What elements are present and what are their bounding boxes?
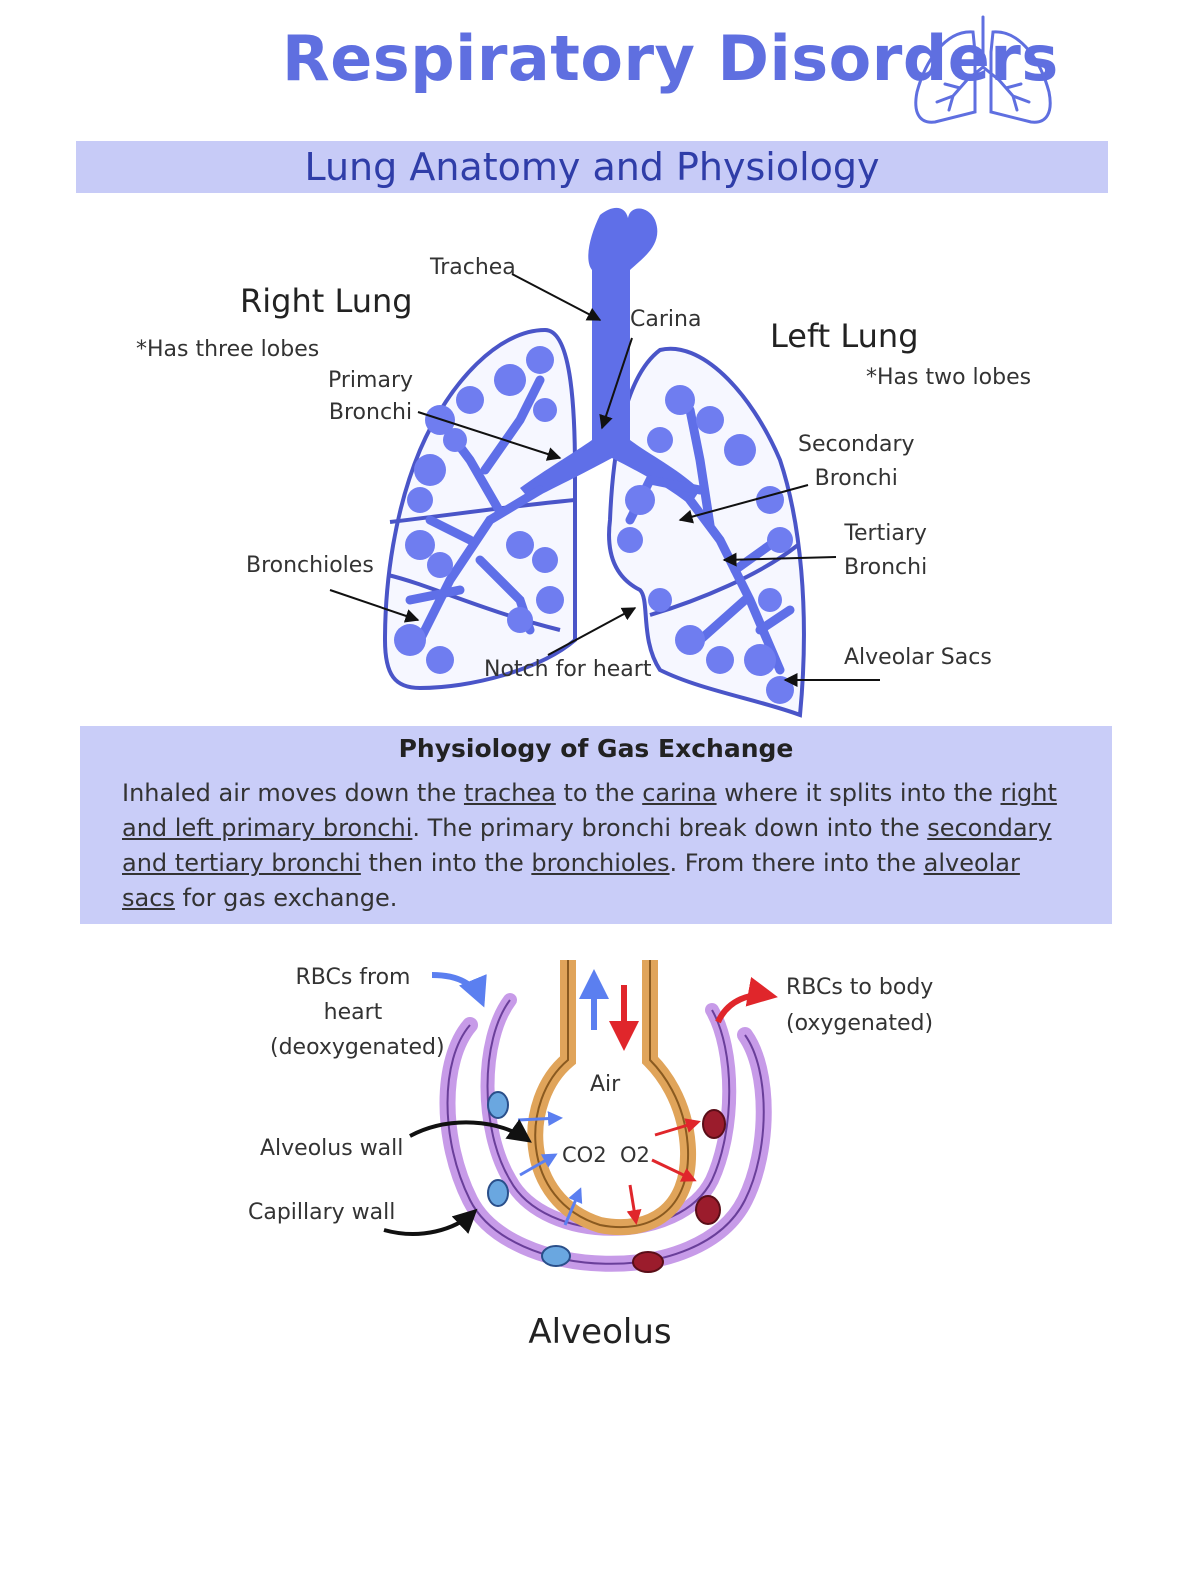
term-carina: carina [642, 779, 717, 807]
gas-exchange-title: Physiology of Gas Exchange [398, 734, 794, 763]
capillary-wall-label: Capillary wall [248, 1200, 396, 1225]
term-bronchioles: bronchioles [531, 849, 670, 877]
tertiary-bronchi-line1: Tertiary [844, 521, 927, 546]
air-label: Air [590, 1072, 621, 1097]
secondary-bronchi-label: Secondary Bronchi [798, 428, 915, 496]
page-title: Respiratory Disorders [282, 22, 1059, 95]
right-lung-label: Right Lung [240, 282, 413, 320]
trachea [520, 207, 700, 506]
tertiary-bronchi-line2: Bronchi [844, 555, 928, 580]
rbc-from-line2: heart [323, 1000, 383, 1025]
rbc-to-body-label: RBCs to body (oxygenated) [786, 970, 933, 1042]
left-lung-note: *Has two lobes [866, 365, 1032, 390]
term-secondary-tertiary-bronchi: secondary and tertiary bronchi [122, 814, 1052, 877]
alveolus-wall-label: Alveolus wall [260, 1136, 404, 1161]
alveolus-title: Alveolus [528, 1312, 672, 1352]
secondary-bronchi-line2: Bronchi [814, 466, 898, 491]
o2-label: O2 [620, 1143, 650, 1167]
right-lung-note: *Has three lobes [136, 337, 320, 362]
rbc-from-line3: (deoxygenated) [270, 1035, 445, 1060]
left-lung-label: Left Lung [770, 317, 919, 355]
co2-label: CO2 [562, 1143, 607, 1167]
secondary-bronchi-line1: Secondary [798, 432, 915, 457]
rbc-to-line1: RBCs to body [786, 975, 934, 1000]
term-trachea: trachea [463, 779, 556, 807]
term-primary-bronchi: right and left primary bronchi [122, 779, 1057, 842]
rbc-from-heart-label: RBCs from heart (deoxygenated) [270, 960, 445, 1065]
alveolus-illustration [383, 960, 778, 1273]
text-segment: . The primary bronchi break down into th… [412, 814, 928, 842]
alveolus-diagram: RBCs from heart (deoxygenated) RBCs to b… [0, 940, 1200, 1360]
text-segment: where it splits into the [716, 779, 1001, 807]
rbc-from-line1: RBCs from [295, 965, 411, 990]
alveolar-sacs-label: Alveolar Sacs [844, 645, 992, 670]
primary-bronchi-label: Primary Bronchi [328, 365, 413, 429]
notch-label: Notch for heart [484, 657, 652, 682]
text-segment: then into the [360, 849, 532, 877]
section-heading: Lung Anatomy and Physiology [304, 145, 880, 189]
gas-exchange-panel: Physiology of Gas Exchange Inhaled air m… [80, 726, 1112, 924]
tertiary-bronchi-label: Tertiary Bronchi [844, 517, 927, 585]
carina-label: Carina [630, 307, 702, 332]
bronchioles-label: Bronchioles [246, 553, 374, 578]
rbc-to-line2: (oxygenated) [786, 1011, 934, 1036]
primary-bronchi-line2: Bronchi [328, 400, 413, 425]
section-banner: Lung Anatomy and Physiology [76, 141, 1108, 193]
text-segment: . From there into the [669, 849, 924, 877]
primary-bronchi-line1: Primary [328, 368, 414, 393]
lungs-icon [914, 15, 1052, 124]
term-alveolar-sacs: alveolar sacs [122, 849, 1020, 912]
gas-exchange-text: Inhaled air moves down the trachea to th… [122, 776, 1062, 916]
text-segment: to the [555, 779, 643, 807]
trachea-label: Trachea [430, 255, 516, 280]
text-segment: Inhaled air moves down the [122, 779, 464, 807]
capillary-inner [480, 993, 737, 1236]
text-segment: for gas exchange. [174, 884, 398, 912]
lung-illustration [329, 207, 880, 718]
lung-diagram: Right Lung *Has three lobes Left Lung *H… [0, 195, 1200, 725]
